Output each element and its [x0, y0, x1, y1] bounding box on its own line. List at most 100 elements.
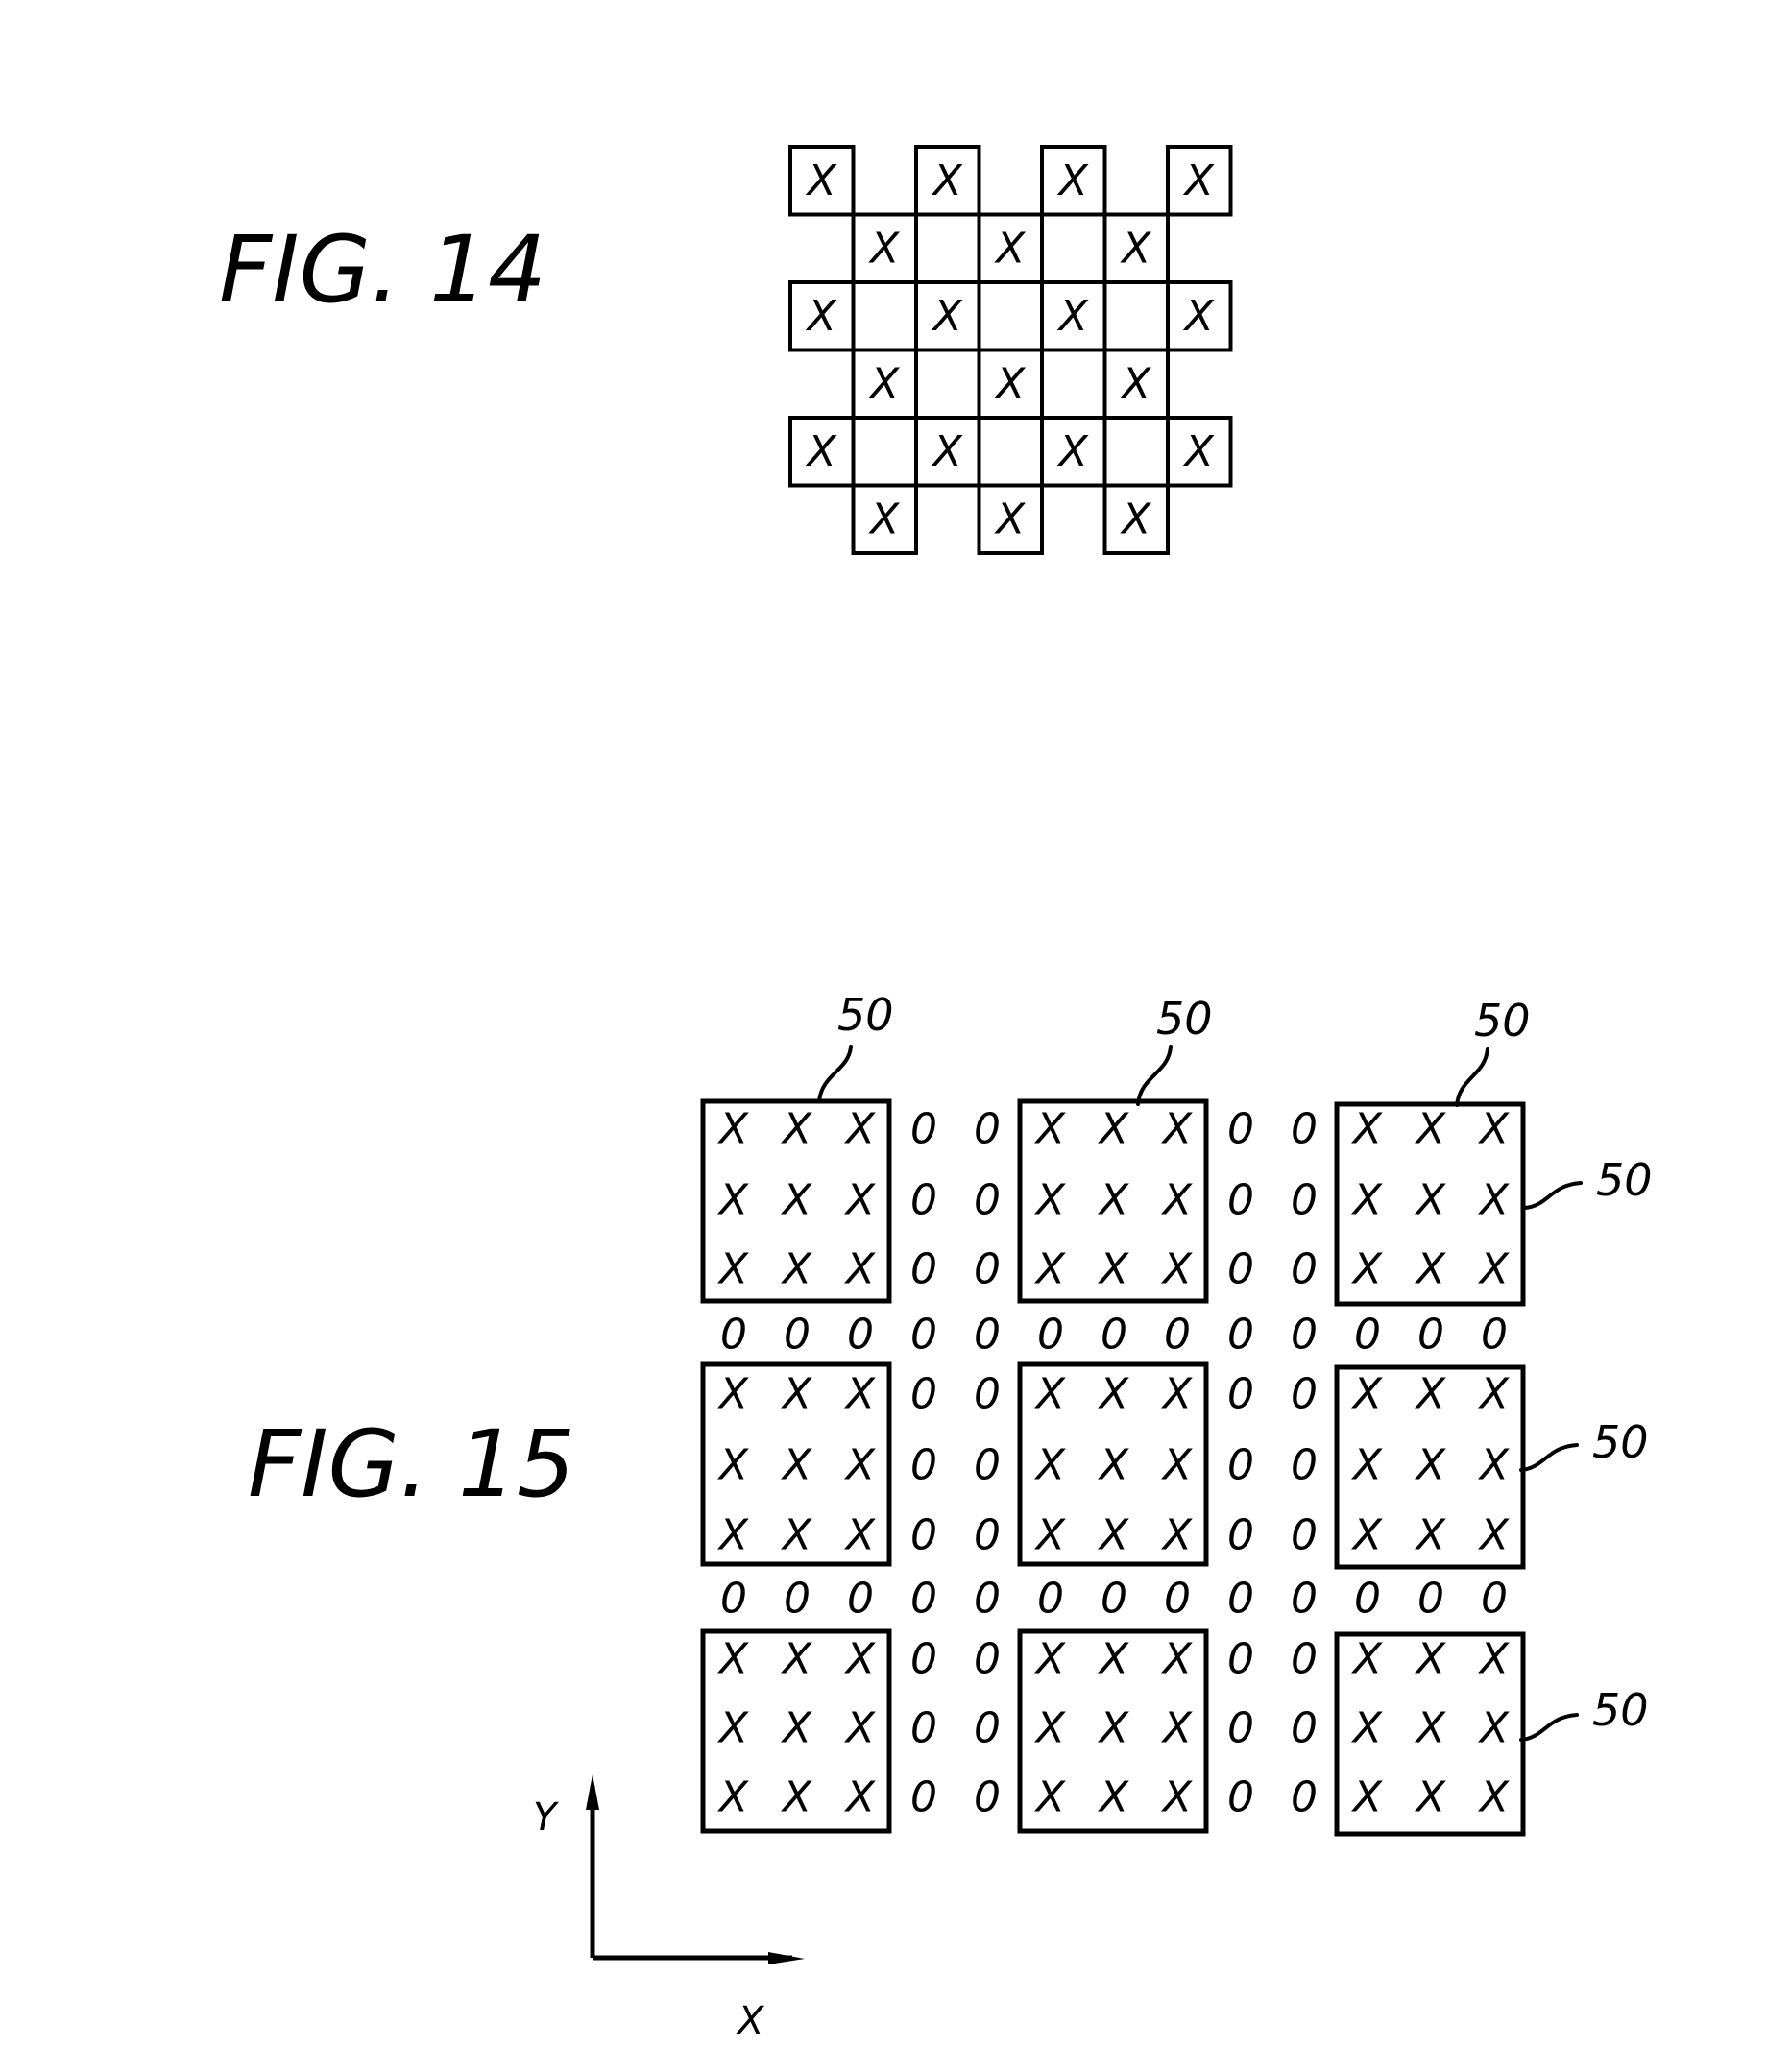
ref-numeral-right-3: 50	[1592, 1684, 1649, 1736]
pixel-x-mark: X	[717, 1441, 749, 1490]
cell-x-mark: X	[932, 427, 963, 476]
pixel-x-mark: X	[1098, 1245, 1129, 1294]
cell-x-mark: X	[994, 494, 1026, 543]
pixel-x-mark: X	[1415, 1704, 1446, 1753]
cell-x-mark: X	[806, 292, 837, 341]
pixel-x-mark: X	[717, 1773, 749, 1822]
pixel-x-mark: X	[1098, 1511, 1129, 1560]
pixel-x-mark: X	[1351, 1773, 1383, 1822]
pixel-x-mark: X	[1351, 1441, 1383, 1490]
leader-line-top-1	[819, 1047, 851, 1101]
pixel-x-mark: X	[1478, 1511, 1510, 1560]
ref-numeral-top-2: 50	[1156, 993, 1213, 1045]
cell-x-mark: X	[1183, 427, 1215, 476]
pixel-zero-mark: 0	[1227, 1575, 1254, 1624]
xy-axes: Y X	[533, 1774, 805, 2043]
ref-numeral-top-3: 50	[1474, 995, 1531, 1047]
pixel-zero-mark: 0	[1291, 1441, 1318, 1490]
pixel-x-mark: X	[717, 1704, 749, 1753]
pixel-zero-mark: 0	[720, 1311, 747, 1360]
pixel-zero-mark: 0	[1291, 1773, 1318, 1822]
pixel-zero-mark: 0	[1291, 1311, 1318, 1360]
pixel-x-mark: X	[1161, 1176, 1193, 1225]
pixel-x-mark: X	[1098, 1176, 1129, 1225]
figure-15-pixel-array: XXX00XXX00XXXXXX00XXX00XXXXXX00XXX00XXX0…	[717, 1105, 1510, 1822]
pixel-x-mark: X	[1415, 1370, 1446, 1419]
pixel-x-mark: X	[1415, 1773, 1446, 1822]
pixel-zero-mark: 0	[974, 1575, 1001, 1624]
pixel-zero-mark: 0	[847, 1311, 874, 1360]
pixel-x-mark: X	[1415, 1635, 1446, 1684]
pixel-zero-mark: 0	[974, 1704, 1001, 1753]
pixel-zero-mark: 0	[1417, 1311, 1444, 1360]
pixel-zero-mark: 0	[1354, 1311, 1381, 1360]
cell-x-mark: X	[932, 292, 963, 341]
pixel-zero-mark: 0	[910, 1311, 937, 1360]
pixel-x-mark: X	[1161, 1773, 1193, 1822]
pixel-x-mark: X	[844, 1773, 876, 1822]
pixel-zero-mark: 0	[1037, 1311, 1064, 1360]
pixel-zero-mark: 0	[1037, 1575, 1064, 1624]
pixel-zero-mark: 0	[910, 1245, 937, 1294]
pixel-zero-mark: 0	[1481, 1575, 1508, 1624]
pixel-x-mark: X	[1415, 1441, 1446, 1490]
figure-14-label: FIG. 14	[219, 216, 546, 324]
pixel-x-mark: X	[844, 1370, 876, 1419]
pixel-x-mark: X	[1098, 1704, 1129, 1753]
leader-line-top-2	[1138, 1047, 1171, 1104]
pixel-x-mark: X	[1034, 1773, 1066, 1822]
pixel-x-mark: X	[1034, 1635, 1066, 1684]
pixel-x-mark: X	[844, 1105, 876, 1154]
pixel-zero-mark: 0	[974, 1635, 1001, 1684]
pixel-x-mark: X	[844, 1511, 876, 1560]
pixel-x-mark: X	[1351, 1704, 1383, 1753]
pixel-zero-mark: 0	[1354, 1575, 1381, 1624]
pixel-x-mark: X	[1415, 1511, 1446, 1560]
pixel-x-mark: X	[1034, 1105, 1066, 1154]
pixel-zero-mark: 0	[910, 1575, 937, 1624]
x-axis-arrowhead-icon	[768, 1952, 805, 1964]
pixel-x-mark: X	[781, 1245, 812, 1294]
pixel-zero-mark: 0	[974, 1370, 1001, 1419]
pixel-zero-mark: 0	[910, 1441, 937, 1490]
cell-x-mark: X	[1120, 224, 1151, 273]
pixel-zero-mark: 0	[974, 1176, 1001, 1225]
cell-x-mark: X	[806, 427, 837, 476]
leader-line-top-3	[1457, 1048, 1488, 1105]
pixel-zero-mark: 0	[1227, 1773, 1254, 1822]
pixel-x-mark: X	[781, 1105, 812, 1154]
pixel-zero-mark: 0	[910, 1370, 937, 1419]
pixel-x-mark: X	[717, 1176, 749, 1225]
pixel-x-mark: X	[1161, 1635, 1193, 1684]
pixel-zero-mark: 0	[974, 1773, 1001, 1822]
pixel-x-mark: X	[1351, 1245, 1383, 1294]
pixel-x-mark: X	[1034, 1511, 1066, 1560]
pixel-x-mark: X	[1478, 1635, 1510, 1684]
pixel-zero-mark: 0	[1291, 1176, 1318, 1225]
cell-x-mark: X	[868, 224, 900, 273]
pixel-x-mark: X	[1098, 1370, 1129, 1419]
pixel-x-mark: X	[781, 1635, 812, 1684]
pixel-zero-mark: 0	[1227, 1105, 1254, 1154]
pixel-x-mark: X	[1034, 1245, 1066, 1294]
pixel-x-mark: X	[844, 1635, 876, 1684]
pixel-x-mark: X	[1161, 1245, 1193, 1294]
pixel-zero-mark: 0	[1291, 1370, 1318, 1419]
pixel-x-mark: X	[844, 1245, 876, 1294]
pixel-x-mark: X	[1478, 1176, 1510, 1225]
pixel-x-mark: X	[1478, 1245, 1510, 1294]
pixel-zero-mark: 0	[1164, 1311, 1191, 1360]
figure-14-checkerboard-grid: XXXXXXXXXXXXXXXXXXXXX	[790, 147, 1231, 553]
pixel-x-mark: X	[1161, 1511, 1193, 1560]
pixel-zero-mark: 0	[910, 1773, 937, 1822]
pixel-x-mark: X	[1351, 1511, 1383, 1560]
pixel-x-mark: X	[1351, 1105, 1383, 1154]
y-axis-label: Y	[533, 1795, 560, 1840]
pixel-x-mark: X	[1415, 1176, 1446, 1225]
pixel-zero-mark: 0	[1291, 1704, 1318, 1753]
pixel-x-mark: X	[1161, 1704, 1193, 1753]
pixel-x-mark: X	[1034, 1370, 1066, 1419]
cell-x-mark: X	[868, 359, 900, 408]
pixel-x-mark: X	[1351, 1635, 1383, 1684]
pixel-x-mark: X	[1034, 1176, 1066, 1225]
